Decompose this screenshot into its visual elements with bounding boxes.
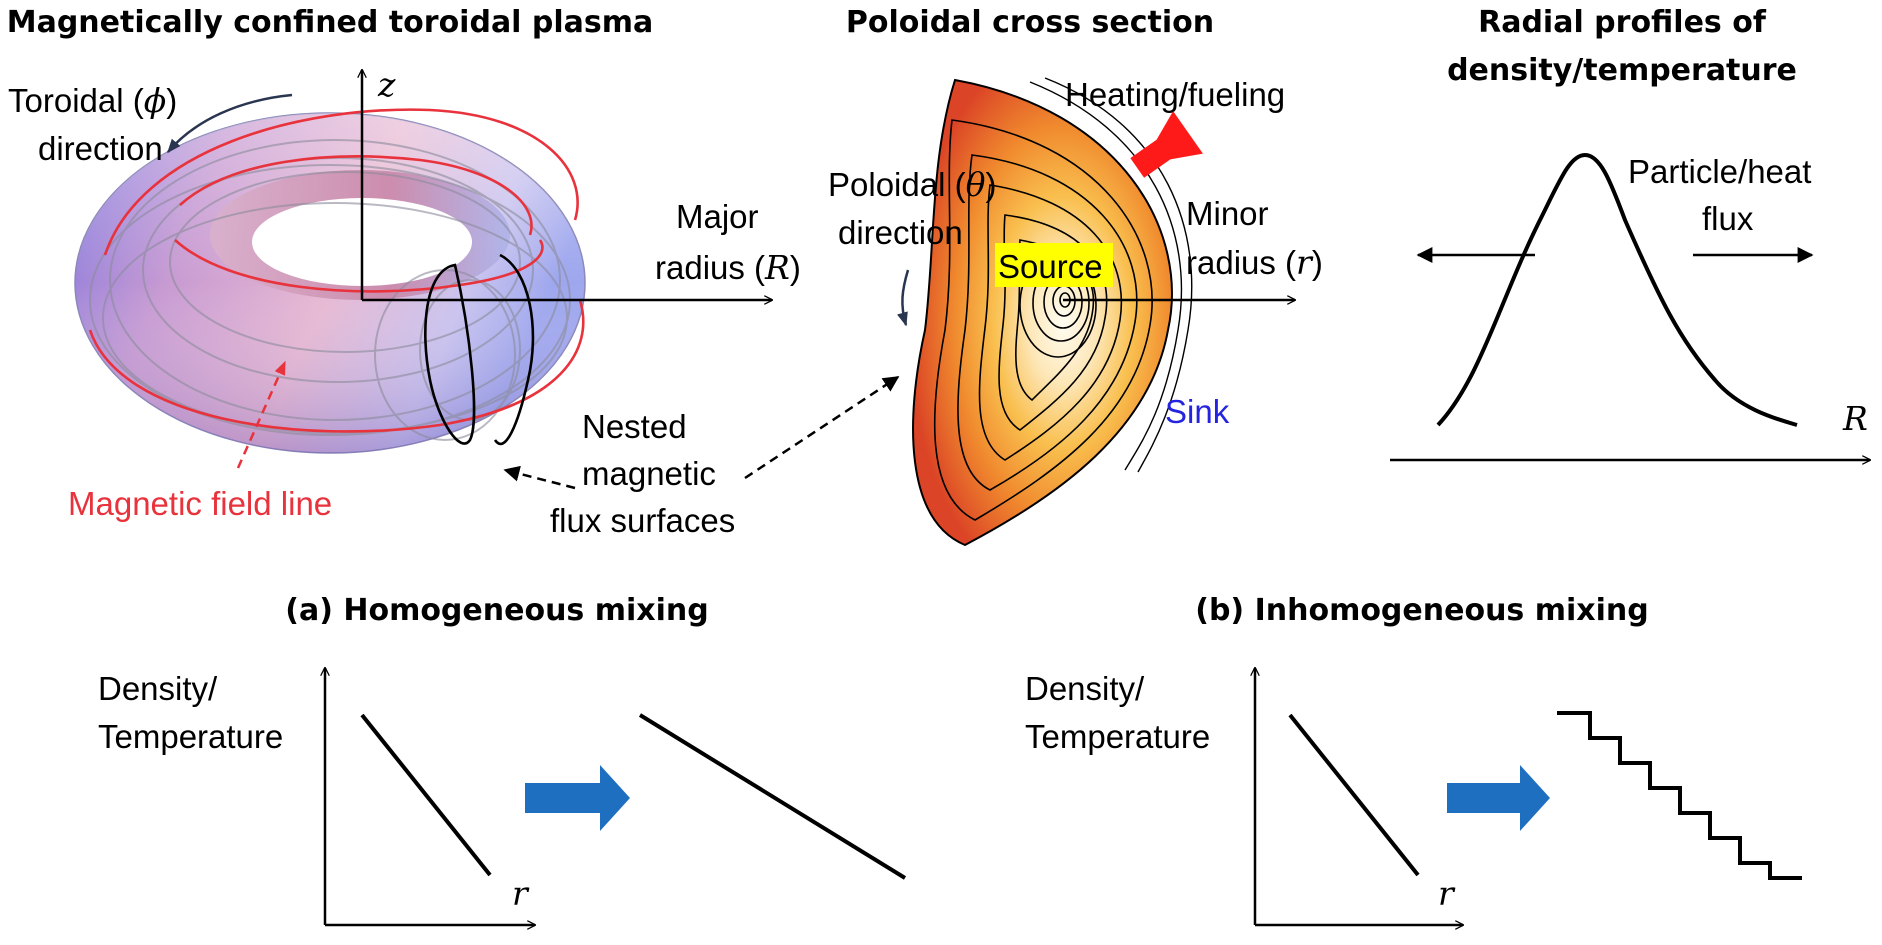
inhomogeneous-initial-profile [1288, 713, 1420, 877]
field-line-curves [88, 108, 585, 433]
profiles-panel: Radial profiles of density/temperature R… [1390, 5, 1870, 460]
inhomogeneous-ylabel-1: Density/ [1025, 670, 1145, 707]
field-line-pointer [236, 360, 287, 469]
homogeneous-relaxed-profile [638, 713, 907, 880]
heater-icon [1130, 111, 1203, 178]
poloidal-label-2: direction [838, 214, 963, 251]
cross-section-title: Poloidal cross section [846, 5, 1214, 40]
nested-pointer-torus [503, 465, 576, 490]
field-line-label: Magnetic field line [68, 485, 332, 522]
inhomogeneous-panel: (b) Inhomogeneous mixing Density/ Temper… [1025, 593, 1802, 925]
inhomogeneous-title: (b) Inhomogeneous mixing [1195, 593, 1649, 628]
nested-label-1: Nested [582, 408, 687, 445]
poloidal-label-1: Poloidal (θ) [828, 165, 996, 204]
flux-label-2: flux [1702, 200, 1754, 237]
homogeneous-title: (a) Homogeneous mixing [285, 593, 709, 628]
homogeneous-initial-profile [360, 713, 492, 877]
torus-panel: Magnetically confined toroidal plasma [7, 5, 900, 539]
sink-label: Sink [1165, 393, 1230, 430]
flux-label-1: Particle/heat [1628, 153, 1811, 190]
minor-radius-label-2: radius (r) [1186, 243, 1323, 282]
nested-pointer-section [744, 375, 900, 480]
toroidal-label-2: direction [38, 130, 163, 167]
profile-curve [1436, 152, 1798, 427]
inhomogeneous-staircase-profile [1557, 711, 1802, 880]
homogeneous-panel: (a) Homogeneous mixing Density/ Temperat… [98, 593, 907, 925]
profiles-title-1: Radial profiles of [1478, 5, 1767, 40]
torus-title: Magnetically confined toroidal plasma [7, 5, 654, 40]
source-label: Source [998, 248, 1103, 285]
inhomogeneous-xlabel: r [1438, 874, 1456, 913]
profiles-title-2: density/temperature [1447, 53, 1797, 88]
heating-label: Heating/fueling [1065, 76, 1285, 113]
toroidal-direction-arrow [167, 93, 293, 154]
cross-section-panel: Poloidal cross section S [828, 5, 1323, 547]
major-radius-label-1: Major [676, 198, 759, 235]
homogeneous-ylabel-2: Temperature [98, 718, 283, 755]
profile-R-label: R [1842, 399, 1868, 438]
major-radius-label-2: radius (R) [655, 248, 801, 287]
nested-label-3: flux surfaces [550, 502, 735, 539]
homogeneous-transition-arrow [525, 765, 630, 831]
flux-surface-contours [912, 77, 1193, 547]
poloidal-direction-arrow [897, 269, 910, 327]
z-axis-label: z [377, 65, 396, 104]
homogeneous-ylabel-1: Density/ [98, 670, 218, 707]
homogeneous-xlabel: r [512, 874, 530, 913]
nested-label-2: magnetic [582, 455, 716, 492]
source-highlight [995, 243, 1113, 287]
minor-radius-label-1: Minor [1186, 195, 1269, 232]
toroidal-label-1: Toroidal (ϕ) [8, 81, 177, 120]
inhomogeneous-transition-arrow [1447, 765, 1550, 831]
inhomogeneous-ylabel-2: Temperature [1025, 718, 1210, 755]
